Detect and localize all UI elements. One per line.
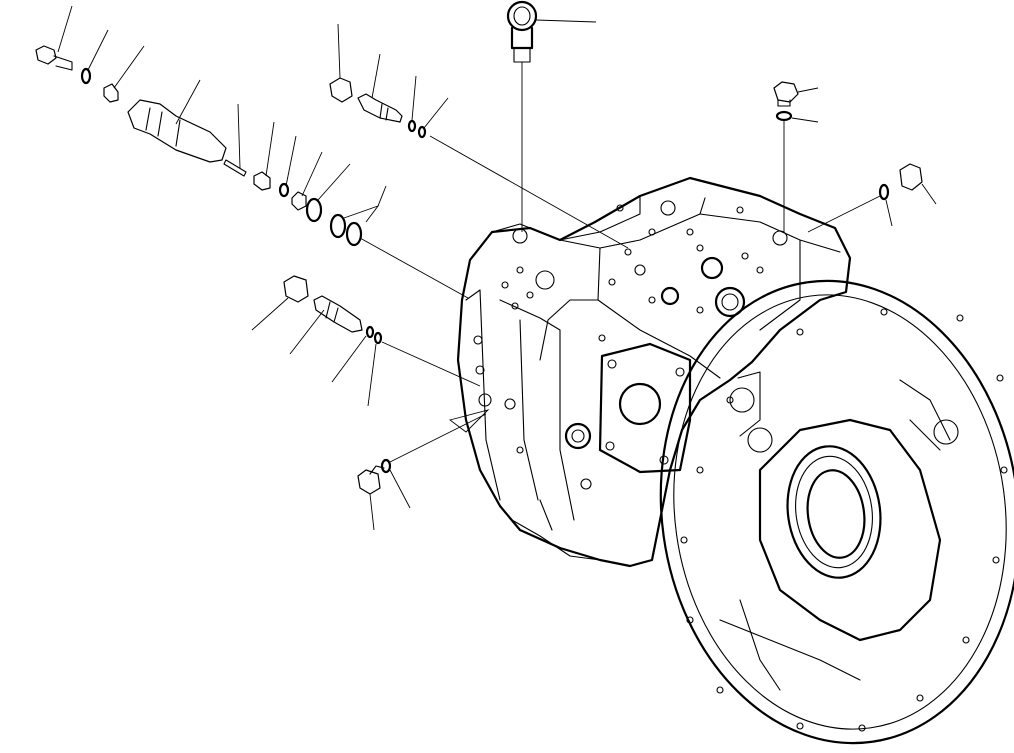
eye-bolt [506, 0, 597, 232]
pump-body [456, 176, 852, 568]
plug-lower [357, 409, 490, 531]
flywheel-housing [659, 279, 1014, 745]
valve-assembly-upper-mid [329, 23, 629, 249]
valve-assembly-mid-left [251, 275, 481, 407]
plug-top-right [773, 81, 819, 232]
plug-right [807, 163, 937, 233]
valve-assembly-upper-left [35, 5, 469, 299]
